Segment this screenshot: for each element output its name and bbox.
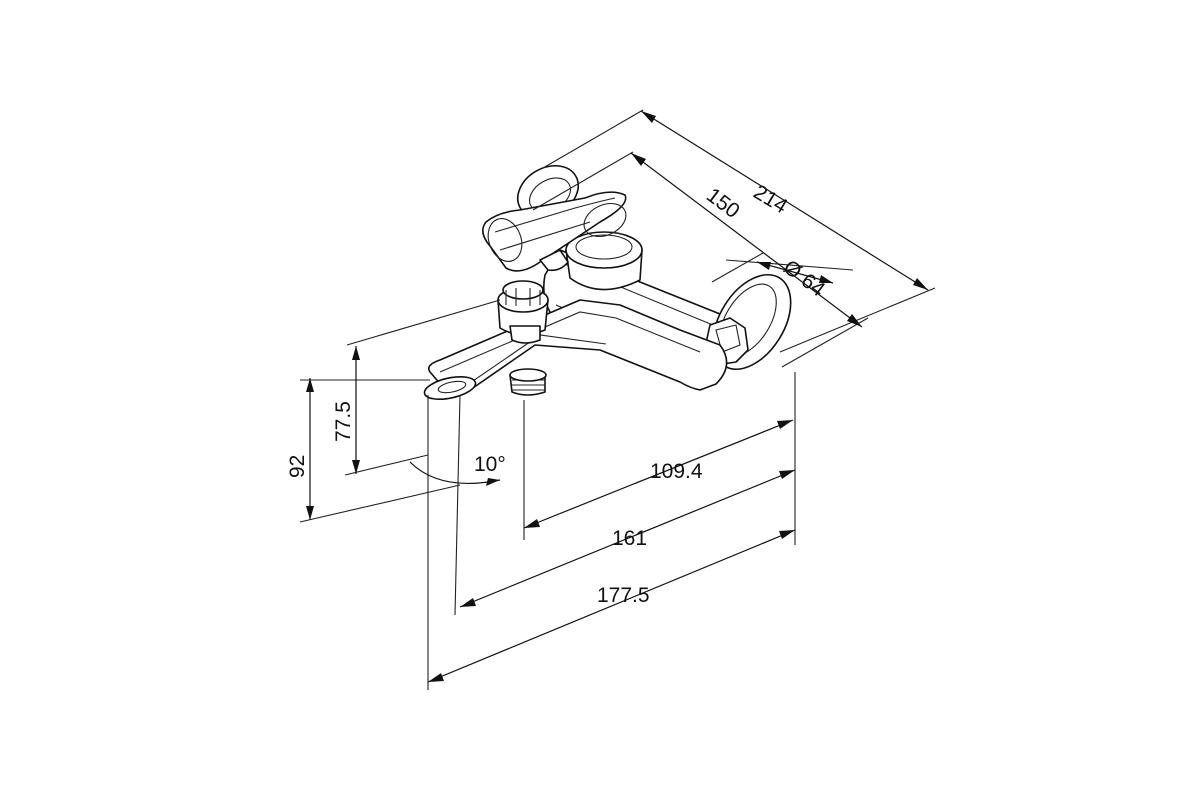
dimension-lines — [299, 109, 936, 690]
dim-150-label: 150 — [702, 184, 744, 223]
hose-outlet-thread — [509, 368, 547, 396]
dim-109-4-label: 109.4 — [650, 460, 703, 483]
arrowhead — [460, 598, 476, 607]
dim-77-5-label: 77.5 — [332, 401, 355, 442]
arrowhead — [777, 420, 793, 429]
arrowhead — [631, 153, 646, 166]
spout — [423, 299, 728, 400]
arrowhead — [306, 506, 314, 520]
arrowhead — [352, 460, 360, 474]
arrowhead — [757, 262, 771, 270]
dim-92-label: 92 — [286, 455, 309, 478]
cartridge-housing — [565, 231, 643, 291]
arrowhead — [524, 519, 540, 528]
dim-214-label: 214 — [749, 181, 791, 219]
lever-handle — [482, 191, 627, 272]
arrowhead — [779, 470, 795, 479]
dim-177-5-label: 177.5 — [597, 584, 650, 607]
arrowhead — [306, 378, 314, 392]
arrowhead — [486, 478, 500, 486]
arrowhead — [847, 314, 862, 327]
dim-angle-10-label: 10° — [474, 453, 506, 476]
arrowhead — [913, 278, 928, 290]
arrowhead — [352, 346, 360, 360]
dim-161-label: 161 — [612, 527, 647, 550]
faucet-illustration — [423, 164, 792, 400]
arrowhead — [779, 530, 795, 539]
arrowhead — [428, 673, 444, 682]
arrowhead — [641, 111, 656, 123]
diverter-knob — [497, 280, 549, 344]
arrowhead — [819, 275, 833, 283]
